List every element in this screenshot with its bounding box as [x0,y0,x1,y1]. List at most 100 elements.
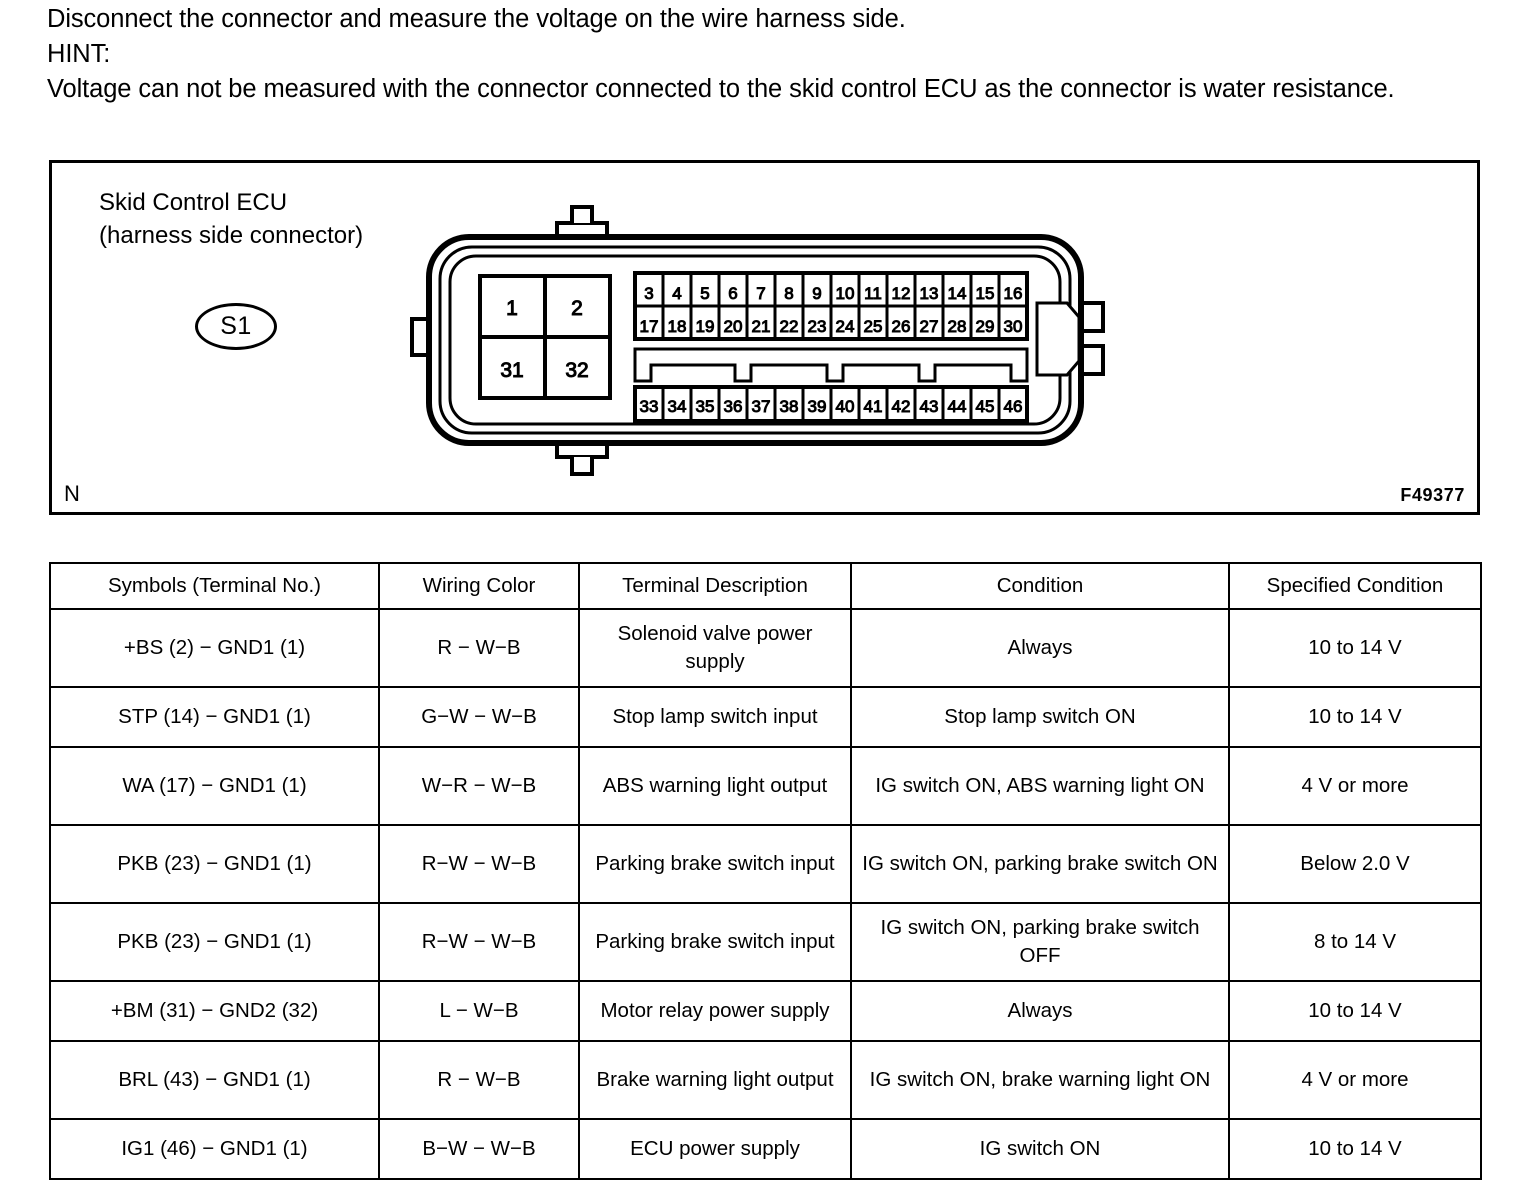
pin-label-14: 14 [948,284,967,303]
cell-wiring-color: R − W−B [378,1040,580,1120]
cell-symbols: STP (14) − GND1 (1) [49,686,380,748]
terminal-spec-table: Symbols (Terminal No.) Wiring Color Term… [49,562,1482,1180]
pin-label-35: 35 [696,397,715,416]
pin-label-31: 31 [500,359,523,382]
pin-label-25: 25 [864,317,883,336]
pin-label-7: 7 [756,284,765,303]
pin-label-41: 41 [864,397,883,416]
cell-symbols: +BM (31) − GND2 (32) [49,980,380,1042]
pin-label-5: 5 [700,284,709,303]
connector-diagram: 1 2 31 32 [407,191,1107,491]
pin-label-24: 24 [836,317,855,336]
pin-label-34: 34 [668,397,687,416]
cell-condition: IG switch ON, parking brake switch OFF [850,902,1230,982]
cell-description: Parking brake switch input [578,824,852,904]
figure-id-label: F49377 [1400,485,1465,505]
pin-label-6: 6 [728,284,737,303]
cell-condition: IG switch ON [850,1118,1230,1180]
pin-label-39: 39 [808,397,827,416]
cell-wiring-color: R−W − W−B [378,824,580,904]
col-header-description: Terminal Description [578,562,852,610]
pin-label-30: 30 [1004,317,1023,336]
pin-label-46: 46 [1004,397,1023,416]
cell-symbols: +BS (2) − GND1 (1) [49,608,380,688]
cell-specified: 10 to 14 V [1228,686,1482,748]
intro-line-hint-body: Voltage can not be measured with the con… [47,75,1395,103]
pin-label-36: 36 [724,397,743,416]
cell-wiring-color: W−R − W−B [378,746,580,826]
cell-description: ECU power supply [578,1118,852,1180]
cell-wiring-color: L − W−B [378,980,580,1042]
cell-condition: IG switch ON, parking brake switch ON [850,824,1230,904]
pin-label-12: 12 [892,284,911,303]
figure-title: Skid Control ECU (harness side connector… [99,189,364,249]
pin-label-18: 18 [668,317,687,336]
cell-wiring-color: R−W − W−B [378,902,580,982]
cell-condition: IG switch ON, brake warning light ON [850,1040,1230,1120]
cell-description: Stop lamp switch input [578,686,852,748]
cell-wiring-color: B−W − W−B [378,1118,580,1180]
pin-label-44: 44 [948,397,967,416]
pin-label-27: 27 [920,317,939,336]
pin-label-8: 8 [784,284,793,303]
intro-line-hint-label: HINT: [47,40,111,68]
pin-label-45: 45 [976,397,995,416]
pin-label-16: 16 [1004,284,1023,303]
cell-symbols: WA (17) − GND1 (1) [49,746,380,826]
pin-label-26: 26 [892,317,911,336]
cell-wiring-color: G−W − W−B [378,686,580,748]
pin-label-43: 43 [920,397,939,416]
table-header-row: Symbols (Terminal No.) Wiring Color Term… [49,562,1482,610]
figure-corner-mark: N [64,481,80,506]
col-header-specified: Specified Condition [1228,562,1482,610]
pin-label-38: 38 [780,397,799,416]
cell-condition: IG switch ON, ABS warning light ON [850,746,1230,826]
cell-specified: 4 V or more [1228,1040,1482,1120]
pin-label-22: 22 [780,317,799,336]
pin-label-1: 1 [506,297,518,320]
cell-specified: 8 to 14 V [1228,902,1482,982]
cell-symbols: IG1 (46) − GND1 (1) [49,1118,380,1180]
connector-left-pin-block: 1 2 31 32 [478,274,612,400]
cell-description: ABS warning light output [578,746,852,826]
intro-line-instruction: Disconnect the connector and measure the… [47,5,906,33]
col-header-symbols: Symbols (Terminal No.) [49,562,380,610]
pin-label-33: 33 [640,397,659,416]
cell-specified: Below 2.0 V [1228,824,1482,904]
cell-specified: 10 to 14 V [1228,980,1482,1042]
pin-label-28: 28 [948,317,967,336]
pin-label-37: 37 [752,397,771,416]
pin-label-21: 21 [752,317,771,336]
cell-description: Parking brake switch input [578,902,852,982]
pin-label-32: 32 [565,359,588,382]
cell-condition: Stop lamp switch ON [850,686,1230,748]
connector-notched-bar [633,347,1029,383]
cell-condition: Always [850,980,1230,1042]
cell-specified: 10 to 14 V [1228,608,1482,688]
pin-label-3: 3 [644,284,653,303]
pin-label-42: 42 [892,397,911,416]
pin-label-29: 29 [976,317,995,336]
pin-label-9: 9 [812,284,821,303]
connector-pin-grid-lower: 33 34 35 36 37 38 39 40 41 42 43 44 45 4… [633,385,1029,423]
connector-figure-frame: Skid Control ECU (harness side connector… [49,160,1480,515]
cell-wiring-color: R − W−B [378,608,580,688]
pin-label-10: 10 [836,284,855,303]
connector-key-block [1035,301,1081,377]
connector-code-label: S1 [220,312,252,340]
col-header-condition: Condition [850,562,1230,610]
cell-description: Motor relay power supply [578,980,852,1042]
cell-description: Solenoid valve power supply [578,608,852,688]
pin-label-2: 2 [571,297,583,320]
pin-label-23: 23 [808,317,827,336]
cell-description: Brake warning light output [578,1040,852,1120]
pin-label-17: 17 [640,317,659,336]
